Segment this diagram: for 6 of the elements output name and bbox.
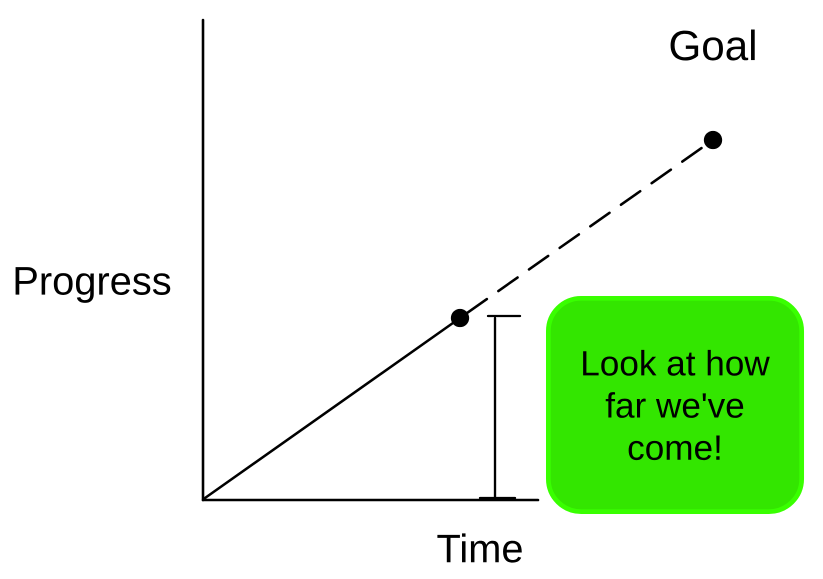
data-point <box>450 308 470 328</box>
axis-label: Time <box>437 533 522 563</box>
note-blob: Look at how far we've come! <box>546 296 804 514</box>
data-point <box>704 130 722 150</box>
point-label: Goal <box>670 30 755 60</box>
axis-label: Progress <box>16 267 170 303</box>
